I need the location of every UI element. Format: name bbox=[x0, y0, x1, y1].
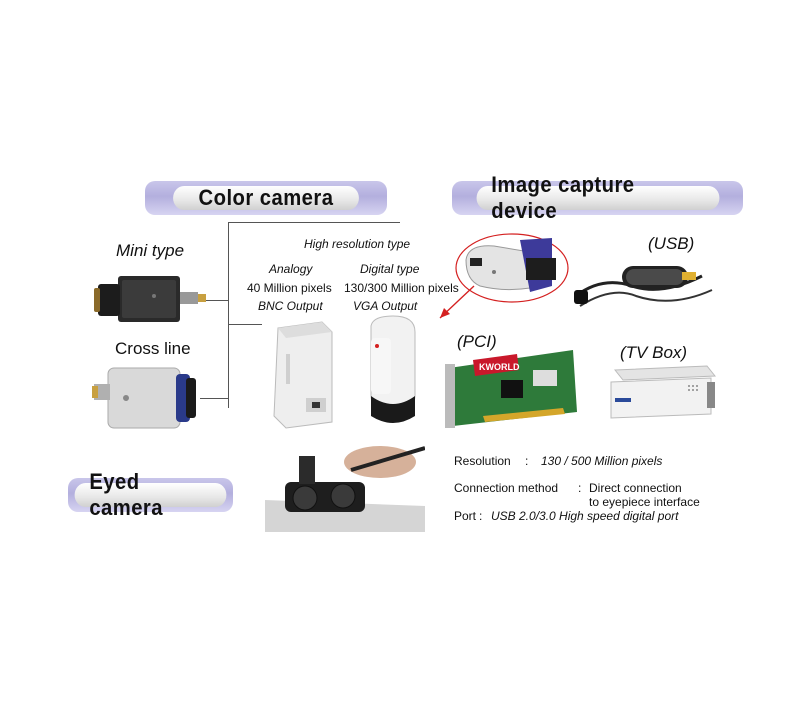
analogy-camera-image bbox=[273, 321, 333, 429]
analogy-type-label: Analogy bbox=[269, 262, 313, 276]
pci-card-image: KWORLD bbox=[445, 350, 577, 428]
cross-line-label: Cross line bbox=[115, 339, 191, 358]
mini-branch-line bbox=[205, 300, 228, 301]
eyed-camera-title: Eyed camera bbox=[74, 469, 227, 520]
cross-line-camera-image bbox=[92, 367, 196, 429]
digital-type-label: Digital type bbox=[360, 262, 420, 276]
tv-box-image bbox=[610, 365, 717, 419]
digital-output-label: VGA Output bbox=[353, 299, 418, 313]
analogy-output-label: BNC Output bbox=[258, 299, 323, 313]
connection-method-label: Connection method bbox=[454, 481, 559, 495]
color-camera-banner: Color camera bbox=[145, 181, 387, 215]
connection-value-line2: to eyepiece interface bbox=[589, 495, 700, 509]
color-camera-title: Color camera bbox=[173, 185, 359, 210]
vertical-trunk-line bbox=[228, 222, 229, 408]
digital-pixels-label: 130/300 Million pixels bbox=[344, 281, 459, 295]
mini-camera-image bbox=[94, 276, 206, 322]
pci-label: (PCI) bbox=[457, 332, 497, 351]
image-capture-title: Image capture device bbox=[476, 172, 719, 223]
resolution-value: 130 / 500 Million pixels bbox=[541, 454, 663, 468]
top-horizontal-line bbox=[228, 222, 400, 223]
analogy-pixels-label: 40 Million pixels bbox=[247, 281, 332, 295]
hires-branch-line bbox=[228, 324, 262, 325]
eyed-camera-banner: Eyed camera bbox=[68, 469, 233, 520]
port-label: Port bbox=[454, 509, 477, 523]
mini-type-label: Mini type bbox=[116, 241, 185, 260]
cross-branch-line bbox=[200, 398, 228, 399]
image-capture-banner: Image capture device bbox=[452, 172, 743, 223]
connection-separator: : bbox=[578, 481, 582, 495]
tv-box-label: (TV Box) bbox=[620, 343, 688, 362]
resolution-separator: : bbox=[525, 454, 529, 468]
high-resolution-label: High resolution type bbox=[304, 237, 411, 251]
port-value: USB 2.0/3.0 High speed digital port bbox=[491, 509, 679, 523]
resolution-label: Resolution bbox=[454, 454, 511, 468]
eyepiece-adapter-image bbox=[439, 233, 569, 319]
usb-label: (USB) bbox=[648, 234, 695, 253]
eyed-camera-image bbox=[265, 446, 425, 532]
connection-value-line1: Direct connection bbox=[589, 481, 682, 495]
port-separator: : bbox=[479, 509, 483, 523]
usb-capture-image bbox=[574, 266, 713, 307]
pci-brand-label: KWORLD bbox=[479, 362, 520, 372]
digital-camera-image bbox=[370, 315, 416, 423]
